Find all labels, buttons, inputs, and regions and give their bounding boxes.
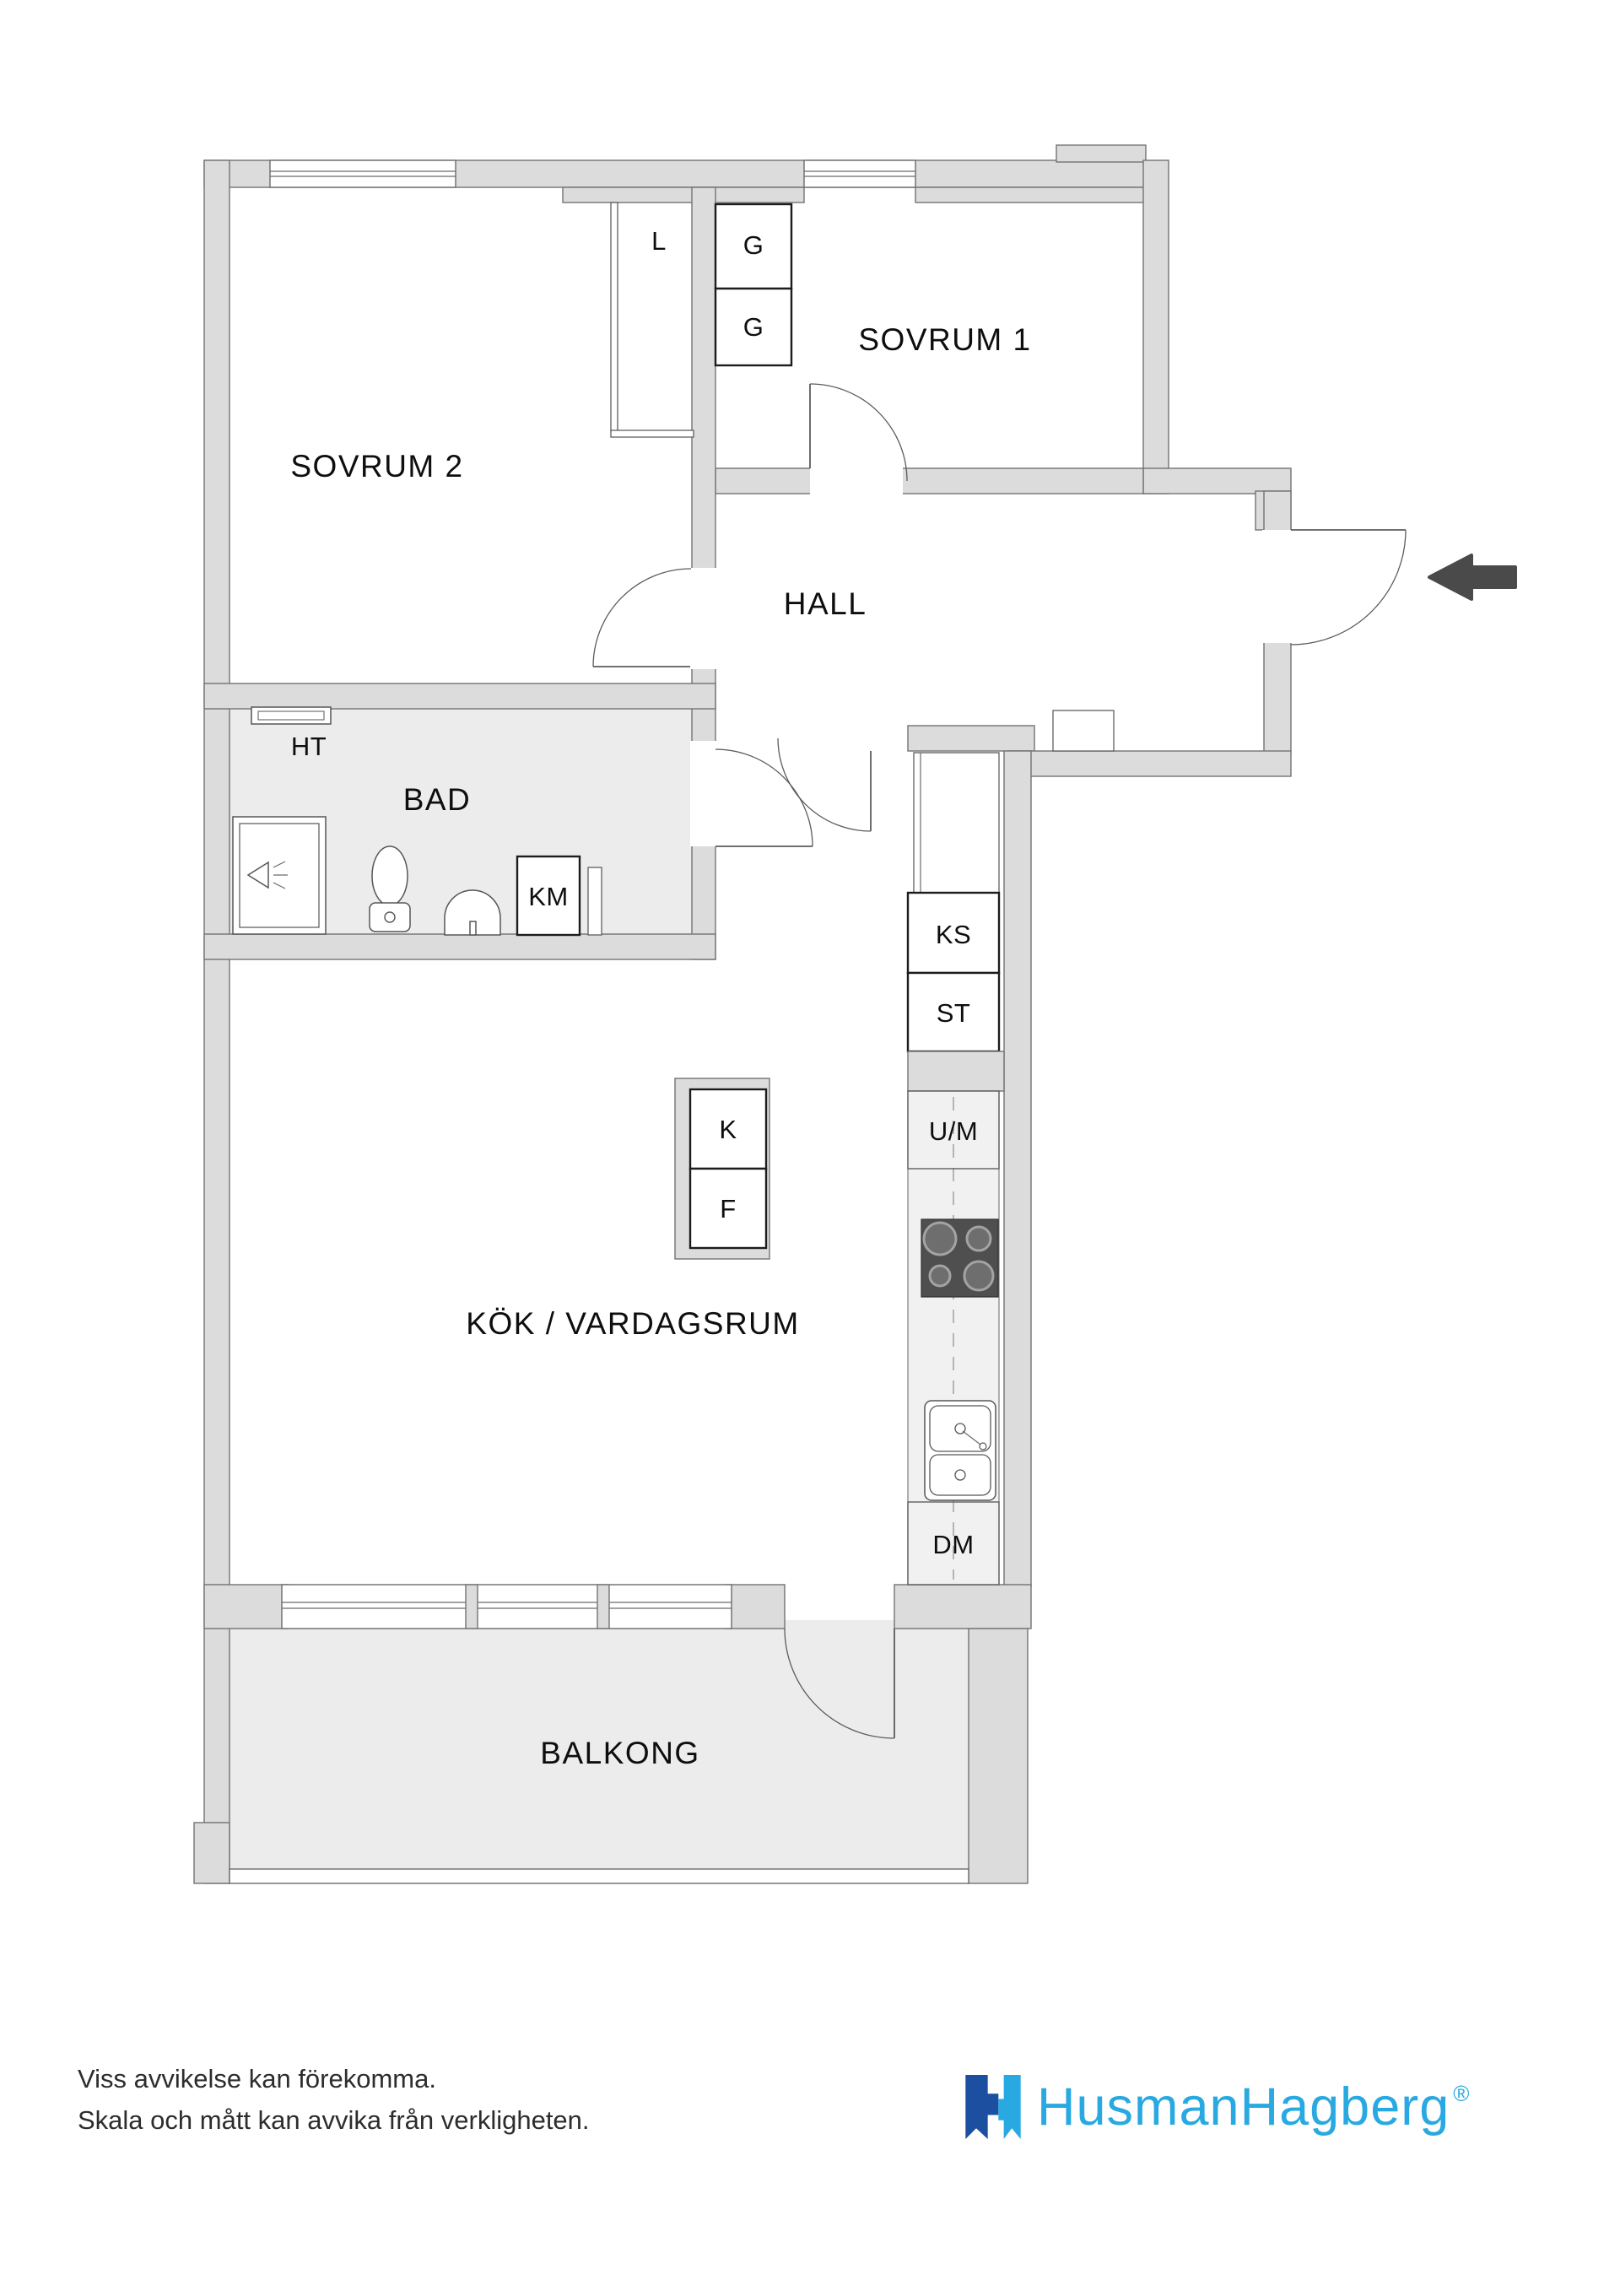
unit-label-g-bottom: G xyxy=(743,312,764,342)
shower-icon xyxy=(232,816,327,935)
bathroom-sink-icon xyxy=(444,889,501,936)
room-label-sovrum1: SOVRUM 1 xyxy=(858,322,1031,357)
kitchen-shelf xyxy=(913,752,1000,894)
cleaning-closet-box-st xyxy=(906,971,1001,1053)
door-openings xyxy=(690,467,1293,846)
k-box xyxy=(688,1088,768,1170)
stove-icon xyxy=(921,1218,999,1298)
toilet-icon xyxy=(369,845,411,932)
unit-label-ht: HT xyxy=(291,732,327,761)
disclaimer-line2: Skala och mått kan avvika från verklighe… xyxy=(78,2104,590,2135)
closet-l xyxy=(610,202,694,438)
room-label-bad: BAD xyxy=(403,782,472,817)
hh-logo-mark-icon xyxy=(965,2075,1021,2139)
brand-name: HusmanHagberg® xyxy=(1037,2077,1471,2137)
balkong-door xyxy=(784,1628,895,1739)
f-box xyxy=(688,1167,768,1250)
brand-logo: HusmanHagberg® xyxy=(964,2074,1470,2140)
unit-label-k: K xyxy=(719,1115,737,1144)
electrical-cabinet xyxy=(1052,710,1115,752)
entrance-arrow-icon xyxy=(1428,554,1517,601)
room-label-kok: KÖK / VARDAGSRUM xyxy=(466,1306,799,1341)
unit-label-ks: KS xyxy=(936,920,971,949)
dishwasher-box-dm xyxy=(907,1501,1000,1586)
floors xyxy=(218,696,979,1873)
disclaimer: Viss avvikelse kan förekomma. Skala och … xyxy=(78,2059,590,2142)
entrance-door xyxy=(1290,529,1407,646)
unit-label-dm: DM xyxy=(932,1530,974,1559)
sovrum1-door xyxy=(809,383,908,482)
room-label-sovrum2: SOVRUM 2 xyxy=(290,449,463,484)
window-kok xyxy=(281,1584,732,1629)
balkong-floor xyxy=(219,1620,979,1873)
window-sovrum1 xyxy=(803,159,916,188)
disclaimer-line1: Viss avvikelse kan förekomma. xyxy=(78,2064,436,2093)
unit-label-st: ST xyxy=(937,998,971,1028)
room-label-hall: HALL xyxy=(784,586,867,621)
kitchen-wall-chunk xyxy=(907,1051,1005,1092)
wardrobe-g-top xyxy=(714,203,793,290)
kok-door xyxy=(777,737,872,832)
unit-label-g-top: G xyxy=(743,230,764,260)
window-sovrum2 xyxy=(269,159,456,188)
sovrum2-door xyxy=(592,568,692,667)
towel-rail-icon xyxy=(251,706,332,725)
unit-label-f: F xyxy=(720,1194,736,1224)
oven-microwave-box-um xyxy=(907,1090,1000,1170)
unit-label-km: KM xyxy=(528,882,569,911)
fridge-freezer-unit xyxy=(674,1078,770,1260)
wardrobe-g-bottom xyxy=(714,287,793,367)
kitchen-sink-icon xyxy=(924,1400,996,1501)
fridge-box-ks xyxy=(906,891,1001,975)
room-label-balkong: BALKONG xyxy=(540,1736,699,1770)
bad-door xyxy=(715,748,813,847)
unit-label-um: U/M xyxy=(929,1116,978,1146)
balkong-railing xyxy=(229,1868,969,1884)
washing-machine-box xyxy=(516,855,602,937)
unit-label-l: L xyxy=(651,226,667,256)
registered-mark: ® xyxy=(1453,2080,1471,2106)
